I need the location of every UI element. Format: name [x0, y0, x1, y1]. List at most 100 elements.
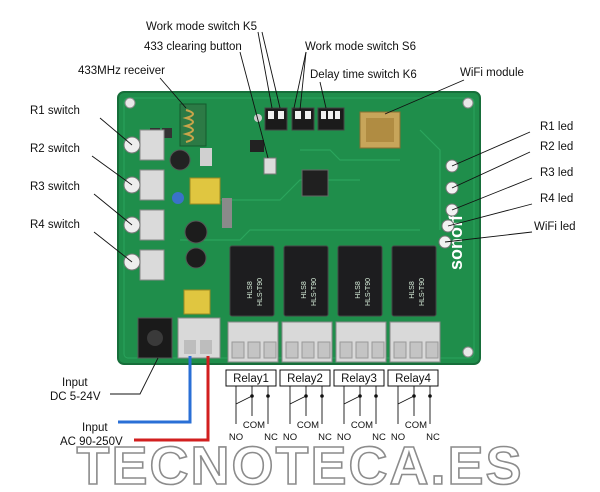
terminal-screw	[371, 341, 385, 359]
relay-model-text: HLS8	[247, 281, 254, 299]
label-r4-led: R4 led	[540, 193, 573, 205]
label-input-ac: Input	[82, 422, 108, 434]
contact-dot	[374, 394, 378, 398]
label-s6: Work mode switch S6	[305, 41, 416, 53]
switch-arm	[397, 395, 415, 405]
relay-model-text: HLS8	[355, 281, 362, 299]
label-input-dc-range: DC 5-24V	[50, 391, 101, 403]
contact-dot	[412, 394, 416, 398]
relay-body	[229, 245, 275, 317]
terminal-screw	[317, 341, 331, 359]
dip-switch-k5[interactable]	[264, 107, 288, 131]
relay-model-text: HLS8	[409, 281, 416, 299]
terminal-screw	[301, 341, 315, 359]
terminal-screw	[231, 341, 245, 359]
dc-jack[interactable]	[137, 317, 173, 359]
terminal-screw	[425, 341, 439, 359]
relay-no-label: NO	[283, 432, 297, 443]
relay-labels: Relay1NOCOMNCRelay2NOCOMNCRelay3NOCOMNCR…	[225, 369, 440, 443]
relay-name: Relay4	[395, 373, 431, 385]
relay-nc-label: NC	[372, 432, 386, 443]
neutral-wire	[118, 356, 192, 424]
terminal-screw	[247, 341, 261, 359]
relay-label-box	[333, 369, 385, 387]
contact-dot	[304, 394, 308, 398]
label-r2-led: R2 led	[540, 141, 573, 153]
relay-no-label: NO	[229, 432, 243, 443]
relay-body	[337, 245, 383, 317]
relay-com-label: COM	[297, 420, 319, 431]
ac-wires	[118, 356, 210, 442]
contact-dot	[320, 394, 324, 398]
label-r3-switch: R3 switch	[30, 181, 80, 193]
label-r1-led: R1 led	[540, 121, 573, 133]
relay-name: Relay1	[233, 373, 269, 385]
relay-code-text: HLS-T90	[419, 278, 426, 306]
dip-switch-k6[interactable]	[317, 107, 345, 131]
terminal-screw	[285, 341, 299, 359]
switch-arm	[289, 395, 307, 405]
contact-dot	[358, 394, 362, 398]
label-input-dc: Input	[62, 377, 88, 389]
relay-model-text: HLS8	[301, 281, 308, 299]
relay-name: Relay2	[287, 373, 323, 385]
switch-arm	[235, 395, 253, 405]
contact-dot	[266, 394, 270, 398]
relay-nc-label: NC	[426, 432, 440, 443]
label-wifi-module: WiFi module	[460, 67, 524, 79]
dip-switch-s6[interactable]	[291, 107, 315, 131]
relay-no-label: NO	[337, 432, 351, 443]
label-r3-led: R3 led	[540, 167, 573, 179]
watermark: TECNOTECA.ES	[76, 436, 523, 492]
relay-nc-label: NC	[264, 432, 278, 443]
contact-dot	[428, 394, 432, 398]
components-left	[150, 114, 264, 269]
wifi-module	[359, 111, 401, 149]
label-input-ac-range: AC 90-250V	[60, 436, 123, 448]
clearing-button-433[interactable]	[263, 157, 277, 175]
relay-label-box	[387, 369, 439, 387]
relay-com-label: COM	[351, 420, 373, 431]
relay-code-text: HLS-T90	[311, 278, 318, 306]
power-terminals	[137, 289, 221, 359]
switch-arm	[343, 395, 361, 405]
label-k6: Delay time switch K6	[310, 69, 417, 81]
label-r4-switch: R4 switch	[30, 219, 80, 231]
relay-label-box	[225, 369, 277, 387]
label-433-receiver: 433MHz receiver	[78, 65, 165, 77]
label-r1-switch: R1 switch	[30, 105, 80, 117]
receiver-433-module	[179, 103, 207, 147]
relay-com-label: COM	[243, 420, 265, 431]
relay-body	[391, 245, 437, 317]
live-wire	[134, 356, 210, 442]
relay-no-label: NO	[391, 432, 405, 443]
relay-code-text: HLS-T90	[365, 278, 372, 306]
contact-dot	[250, 394, 254, 398]
relay-nc-label: NC	[318, 432, 332, 443]
terminal-screw	[393, 341, 407, 359]
relay-com-label: COM	[405, 420, 427, 431]
mcu-chip	[301, 169, 329, 197]
terminal-screw	[339, 341, 353, 359]
label-k5: Work mode switch K5	[146, 21, 257, 33]
labels: Work mode switch K5 433 clearing button …	[30, 21, 576, 448]
terminal-screw	[263, 341, 277, 359]
terminal-screw	[409, 341, 423, 359]
relay-code-text: HLS-T90	[257, 278, 264, 306]
terminal-screw	[355, 341, 369, 359]
label-wifi-led: WiFi led	[534, 221, 576, 233]
relay-name: Relay3	[341, 373, 377, 385]
label-r2-switch: R2 switch	[30, 143, 80, 155]
relay-body	[283, 245, 329, 317]
leader-lines	[91, 31, 533, 395]
